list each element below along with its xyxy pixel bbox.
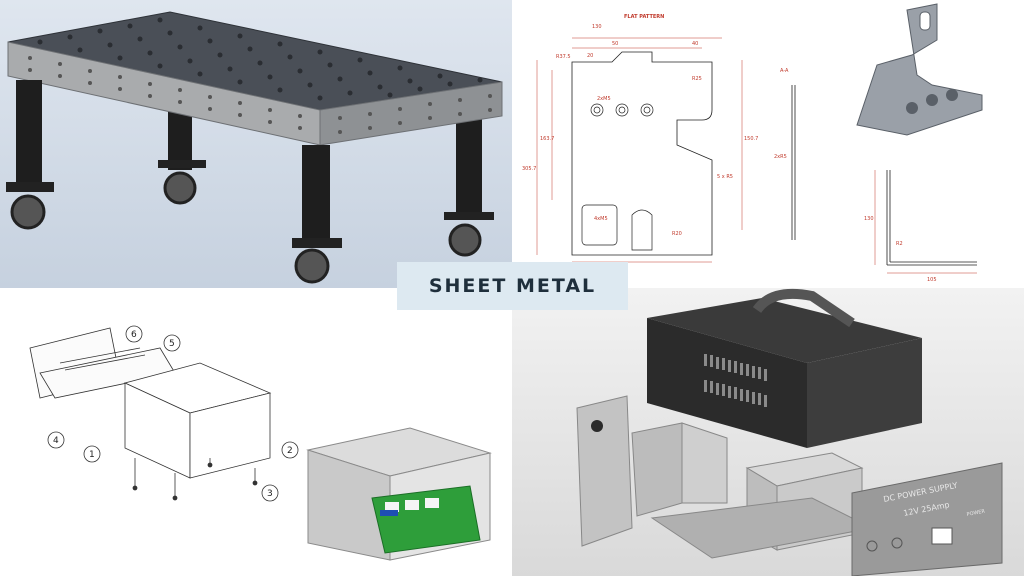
callout-5: 5 bbox=[169, 339, 175, 349]
dim-top: 130 bbox=[592, 24, 602, 30]
dim-h1: 163.7 bbox=[540, 136, 554, 142]
dim-r2: R25 bbox=[692, 76, 702, 82]
welding-table-panel bbox=[0, 0, 512, 288]
enclosure-panel: DC POWER SUPPLY 12V 25Amp POWER bbox=[512, 288, 1024, 576]
dim-r3: R20 bbox=[672, 231, 682, 237]
assembly-exploded-view: 1 2 3 4 5 6 bbox=[29, 325, 492, 561]
dim-h3: 305.7 bbox=[522, 166, 536, 172]
dim-a: 50 bbox=[612, 41, 618, 47]
dim-bend: R2 bbox=[896, 241, 903, 247]
banner-title: SHEET METAL bbox=[428, 275, 597, 297]
callout-6: 6 bbox=[131, 330, 137, 340]
section-label: A-A bbox=[780, 68, 789, 74]
dim-b: 20 bbox=[587, 53, 593, 59]
dim-5r5: 5 x R5 bbox=[717, 174, 733, 180]
callout-4: 4 bbox=[53, 436, 59, 446]
callout-2: 2 bbox=[287, 446, 293, 456]
power-supply-enclosure: DC POWER SUPPLY 12V 25Amp POWER bbox=[576, 288, 1003, 576]
title-banner: SHEET METAL bbox=[397, 262, 628, 310]
dim-h2: 150.7 bbox=[744, 136, 758, 142]
dim-hole: 2xM5 bbox=[597, 96, 611, 102]
assembly-panel: 1 2 3 4 5 6 bbox=[0, 288, 512, 576]
dim-c: 40 bbox=[692, 41, 698, 47]
dim-base: 105 bbox=[927, 277, 937, 283]
dim-hole2: 4xM5 bbox=[594, 216, 608, 222]
drawing-title: FLAT PATTERN bbox=[624, 14, 664, 20]
flat-pattern-drawing-panel: FLAT PATTERN 130 50 20 40 R37.5 R25 bbox=[512, 0, 1024, 288]
flat-pattern-drawing: FLAT PATTERN 130 50 20 40 R37.5 R25 bbox=[522, 3, 983, 283]
dim-r1: R37.5 bbox=[556, 54, 571, 60]
welding-table-illustration bbox=[6, 11, 503, 284]
callout-1: 1 bbox=[89, 450, 95, 460]
dim-vert: 130 bbox=[864, 216, 874, 222]
plate-power: POWER bbox=[966, 508, 986, 518]
callout-3: 3 bbox=[267, 489, 273, 499]
dim-side1: 2xR5 bbox=[774, 154, 787, 160]
